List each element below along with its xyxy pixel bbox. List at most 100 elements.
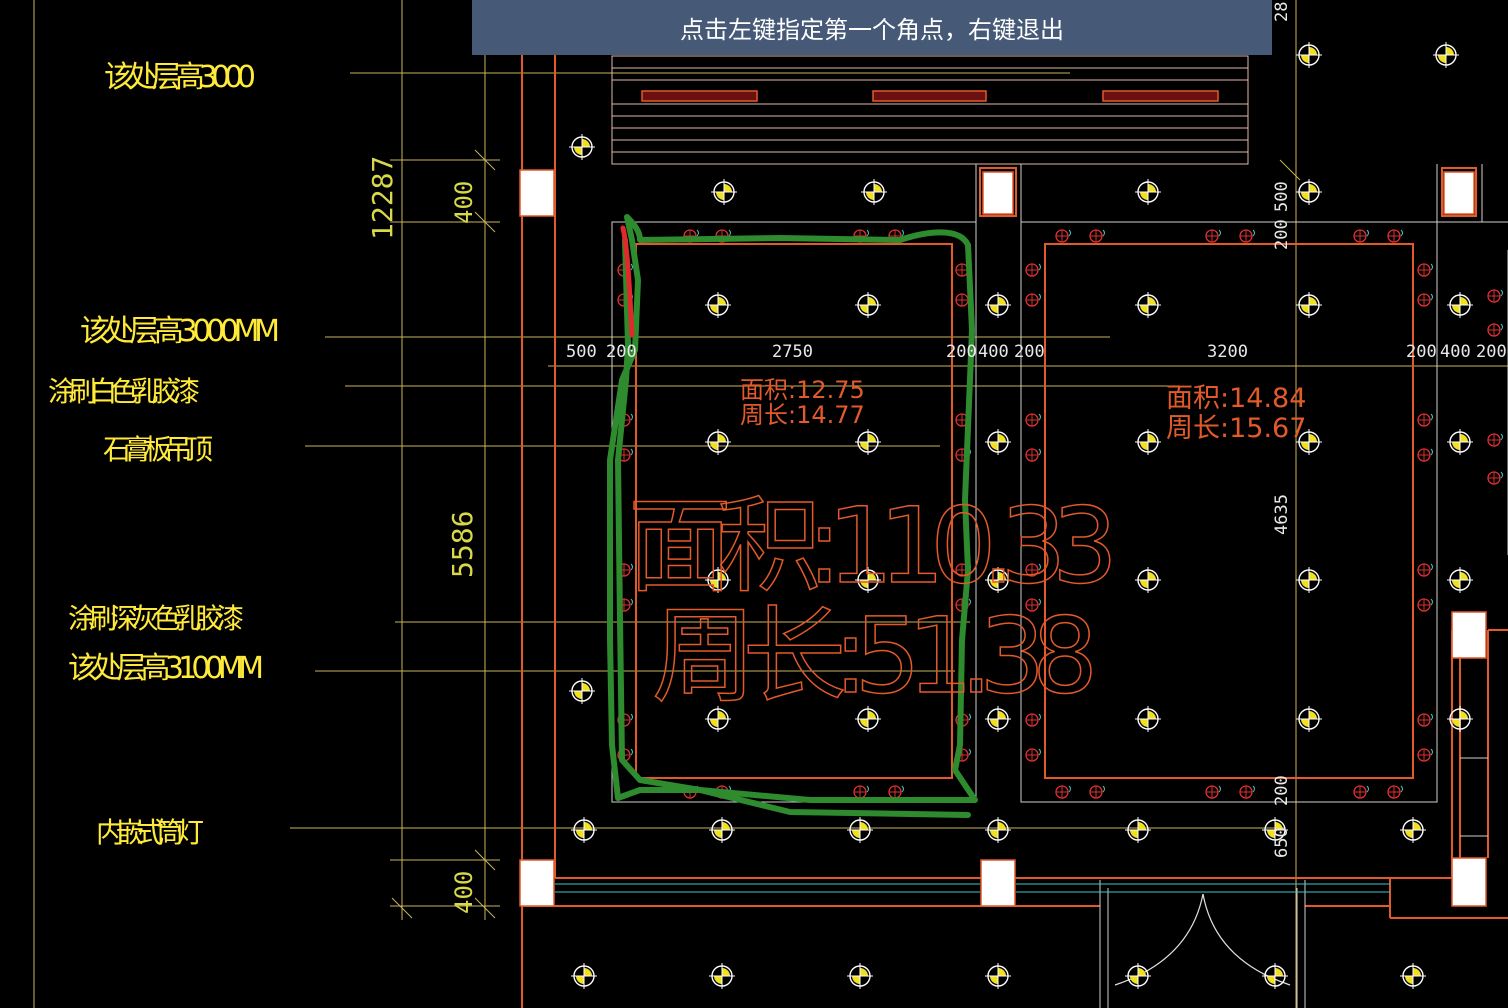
downlight-icon (705, 567, 731, 593)
dim-400-top: 400 (450, 181, 478, 224)
dim-3200: 3200 (1207, 342, 1248, 362)
socket-icon (1417, 598, 1433, 612)
downlight-icon (855, 429, 881, 455)
columns (519, 169, 1487, 907)
dim-200-c: 200 (1014, 342, 1045, 362)
downlight-icon (1125, 817, 1151, 843)
socket-icon (1353, 229, 1369, 243)
socket-icon (1089, 229, 1105, 243)
socket-icon (1417, 563, 1433, 577)
downlight-icon (985, 292, 1011, 318)
dim-200-d: 200 (1406, 342, 1437, 362)
dim-5586: 5586 (446, 511, 479, 578)
socket-icon (1239, 785, 1255, 799)
partition-lines (611, 164, 1508, 1008)
socket-icon (1487, 289, 1503, 303)
socket-icon (1055, 785, 1071, 799)
downlight-icon (847, 963, 873, 989)
socket-icon (1239, 229, 1255, 243)
room-right-perimeter: 周长:15.67 (1166, 413, 1306, 444)
socket-icon (1025, 413, 1041, 427)
annotation-gypsum-ceiling: 石膏板吊顶 (103, 433, 213, 466)
downlight-icon (1447, 567, 1473, 593)
downlight-icon (1296, 567, 1322, 593)
dim-400-bottom: 400 (450, 871, 478, 914)
socket-icon (1089, 785, 1105, 799)
annotation-downlight: 内嵌式筒灯 (96, 816, 204, 849)
downlight-icon (1400, 963, 1426, 989)
downlight-icon (1135, 179, 1161, 205)
socket-icon (1487, 471, 1503, 485)
downlight-icon (705, 292, 731, 318)
downlight-icon (705, 429, 731, 455)
dim-650: 650 (1272, 827, 1292, 858)
downlight-icon (855, 292, 881, 318)
dim-400-b: 400 (1440, 342, 1471, 362)
room-left-perimeter: 周长:14.77 (740, 401, 865, 429)
downlight-icon (1296, 292, 1322, 318)
downlight-icon (709, 817, 735, 843)
socket-icon (1025, 713, 1041, 727)
annotation-ceiling-3000mm: 该处层高3000MM (80, 314, 280, 349)
red-markup (620, 225, 635, 338)
annotation-ceiling-3100mm: 该处层高3100MM (68, 651, 264, 686)
socket-icon (1025, 598, 1041, 612)
socket-icon (1417, 413, 1433, 427)
downlight-icon (985, 706, 1011, 732)
socket-icon (853, 785, 869, 799)
dim-28: 28 (1272, 2, 1292, 22)
socket-icon (888, 785, 904, 799)
downlight-icon (1296, 179, 1322, 205)
downlight-icon (705, 706, 731, 732)
reference-lines (33, 0, 1508, 1008)
downlight-icon (1135, 706, 1161, 732)
socket-icon (1205, 785, 1221, 799)
socket-icon (1055, 229, 1071, 243)
annotation-grey-latex: 涂刷深灰色乳胶漆 (68, 602, 244, 635)
downlight-icon (847, 817, 873, 843)
downlight-icon (985, 429, 1011, 455)
downlight-icon (985, 567, 1011, 593)
socket-icon (1025, 563, 1041, 577)
stair-handles (641, 90, 1219, 102)
downlight-icon (855, 706, 881, 732)
downlight-icon (1135, 429, 1161, 455)
downlight-icon (861, 179, 887, 205)
downlight-icon (711, 179, 737, 205)
downlight-icon (985, 963, 1011, 989)
glazing-lines (555, 883, 1390, 893)
socket-icon (1025, 293, 1041, 307)
downlight-icon (1433, 42, 1459, 68)
downlight-icon (709, 963, 735, 989)
dim-2750: 2750 (772, 342, 813, 362)
downlight-icon (571, 817, 597, 843)
annotation-ceiling-3000: 该处层高3000 (104, 60, 256, 95)
dim-200-e: 200 (1476, 342, 1507, 362)
command-prompt-text: 点击左键指定第一个角点，右键退出 (680, 16, 1064, 44)
room-left-area: 面积:12.75 (740, 376, 865, 404)
socket-icon (1205, 229, 1221, 243)
dim-500: 500 (566, 342, 597, 362)
downlight-icon (1262, 817, 1288, 843)
downlight-icon (1296, 706, 1322, 732)
dim-200-right-bottom: 200 (1272, 775, 1292, 806)
downlight-icon (1447, 706, 1473, 732)
socket-icon (1353, 785, 1369, 799)
stair-slats (611, 55, 1249, 165)
socket-icon (1417, 448, 1433, 462)
socket-icon (1417, 293, 1433, 307)
command-prompt-banner: 点击左键指定第一个角点，右键退出 (472, 0, 1272, 55)
downlight-icon (1447, 292, 1473, 318)
total-area: 面积:110.33 (628, 485, 1118, 607)
socket-icon (1417, 713, 1433, 727)
socket-icon (1025, 748, 1041, 762)
socket-icon (1487, 323, 1503, 337)
green-markup (607, 214, 978, 818)
total-perimeter: 周长:51.38 (652, 595, 1098, 717)
downlight-icon (1262, 963, 1288, 989)
socket-icon (1025, 448, 1041, 462)
downlight-icon (855, 567, 881, 593)
dim-200-right-top: 200 (1272, 219, 1292, 250)
dim-200-b: 200 (946, 342, 977, 362)
